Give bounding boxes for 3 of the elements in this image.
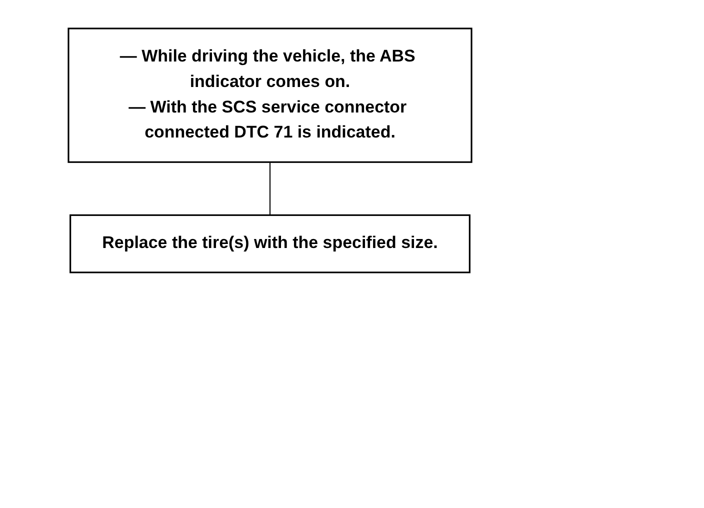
connector <box>269 162 271 216</box>
node-box: — While driving the vehicle, the ABS indicator comes on. — With the SCS service connector connected DTC 71 is indicated. <box>68 28 472 163</box>
node-box: Replace the tire(s) with the specified size. <box>70 214 470 274</box>
